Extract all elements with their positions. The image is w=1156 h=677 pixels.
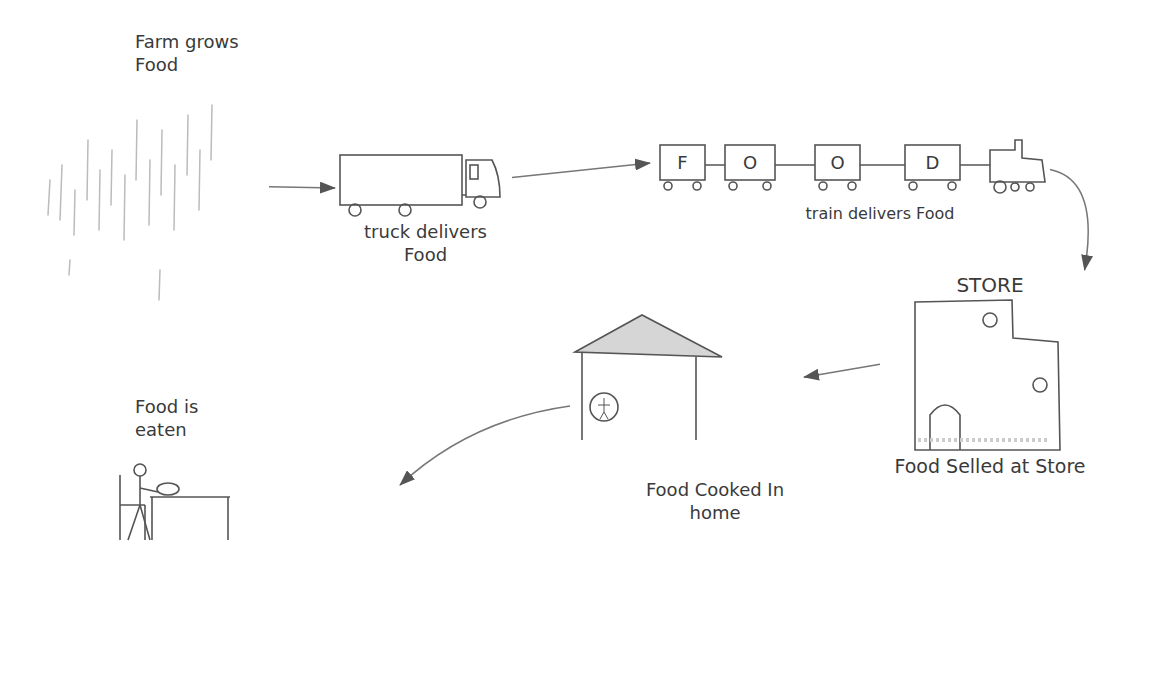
flow-arrow: [1050, 170, 1088, 270]
car-letter: O: [815, 145, 860, 180]
store-building: [915, 300, 1060, 450]
house-drawing: [575, 315, 722, 440]
farm-field: [48, 105, 212, 300]
stage-node: Farm grows Food: [40, 30, 269, 305]
car-letter: D: [905, 145, 960, 180]
flow-arrow: [269, 187, 335, 188]
truck-drawing: [340, 155, 500, 216]
stage-label: truck delivers Food: [343, 220, 508, 267]
stage-node: Food is eaten: [100, 395, 400, 545]
stage-node: STORE Food Selled at Store: [880, 270, 1100, 525]
stage-node: Food Cooked In home: [570, 310, 804, 550]
train-drawing: [660, 140, 1045, 193]
flow-arrow: [512, 163, 650, 178]
stage-label: Food is eaten: [135, 395, 255, 442]
stage-label: Food Cooked In home: [630, 478, 800, 525]
car-letter: F: [660, 145, 705, 180]
stage-label: Farm grows Food: [135, 30, 265, 77]
stage-node: truck delivers Food: [335, 145, 512, 275]
stage-label: STORE: [920, 272, 1060, 298]
stage-label: Food Selled at Store: [890, 454, 1090, 479]
stage-label: train delivers Food: [730, 204, 1030, 225]
stage-node: FOODtrain delivers Food: [650, 130, 1050, 240]
flow-arrow: [400, 406, 570, 485]
flow-arrow: [804, 364, 880, 377]
car-letter: O: [725, 145, 775, 180]
eating-figure: [120, 464, 230, 540]
